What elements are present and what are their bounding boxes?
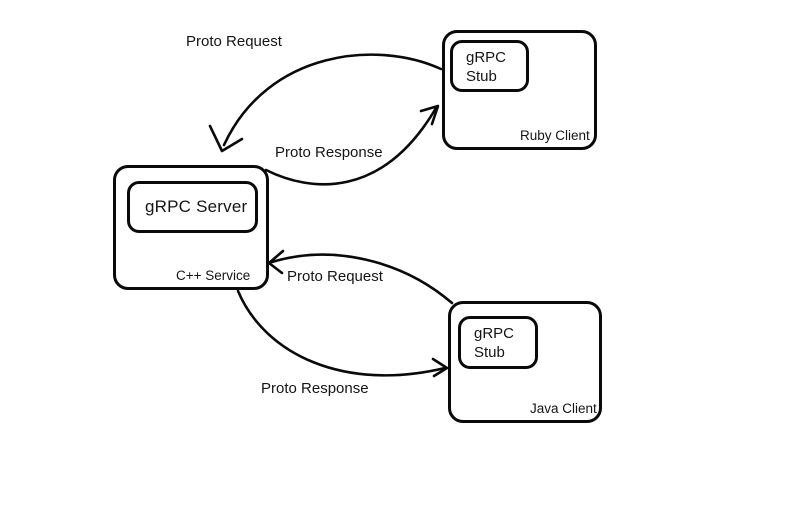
proto-response-ruby-arrow-line	[264, 106, 438, 186]
proto-response-java-label: Proto Response	[261, 380, 369, 397]
grpc-server-box: gRPC Server	[127, 181, 258, 233]
ruby-client-label: Ruby Client	[520, 128, 590, 143]
cpp-service-box: gRPC Server C++ Service	[113, 165, 269, 290]
java-grpc-stub-label-line1: gRPC	[474, 325, 515, 342]
proto-response-java-arrow-line	[236, 289, 447, 377]
proto-request-ruby-label: Proto Request	[186, 33, 282, 50]
cpp-service-label: C++ Service	[176, 268, 251, 283]
ruby-grpc-stub-label: gRPC Stub	[466, 48, 506, 86]
proto-request-ruby-arrow-line	[222, 53, 443, 147]
java-client-box: gRPC Stub Java Client	[448, 301, 602, 423]
grpc-server-label: gRPC Server	[145, 197, 248, 216]
java-grpc-stub-box: gRPC Stub	[458, 316, 538, 369]
ruby-grpc-stub-label-line2: Stub	[466, 68, 497, 85]
proto-response-java-arrowhead	[431, 357, 449, 378]
ruby-grpc-stub-box: gRPC Stub	[450, 40, 529, 92]
proto-request-java-arrowhead	[267, 249, 285, 275]
java-client-label: Java Client	[530, 401, 597, 416]
ruby-grpc-stub-label-line1: gRPC	[466, 49, 507, 66]
ruby-client-box: gRPC Stub Ruby Client	[442, 30, 597, 150]
proto-response-ruby-label: Proto Response	[275, 144, 383, 161]
java-grpc-stub-label: gRPC Stub	[474, 324, 514, 362]
proto-request-java-arrow-line	[270, 253, 454, 305]
proto-request-java-label: Proto Request	[287, 268, 383, 285]
java-grpc-stub-label-line2: Stub	[474, 344, 505, 361]
proto-response-ruby-arrowhead	[419, 104, 440, 126]
proto-request-ruby-arrowhead	[208, 124, 244, 153]
